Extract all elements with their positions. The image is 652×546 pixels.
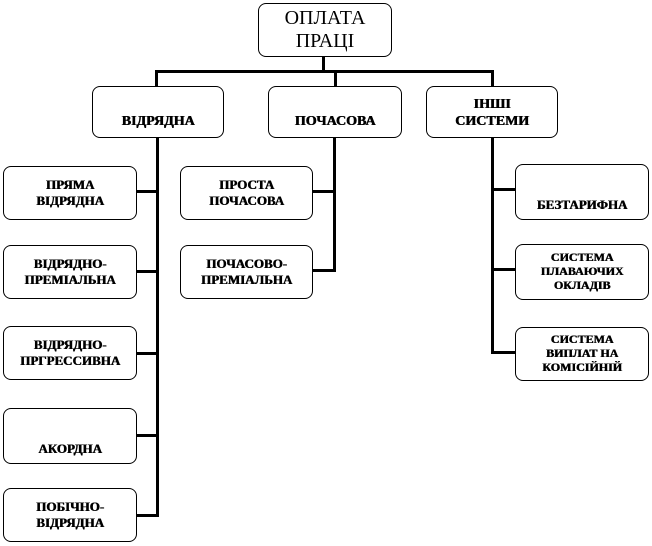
branch-inshi-2	[491, 268, 516, 271]
connector-to-pochasova	[334, 70, 337, 88]
leaf-systema-vyplat-na-komisiinii: СИСТЕМА ВИПЛАТ НА КОМІСІЙНІЙ	[515, 327, 649, 381]
leaf-vidriadno-premialna: ВІДРЯДНО- ПРЕМІАЛЬНА	[3, 245, 137, 299]
leaf-label: СИСТЕМА ПЛАВАЮЧИХ ОКЛАДІВ	[540, 250, 624, 292]
leaf-beztaryfna: БЕЗТАРИФНА	[515, 164, 649, 220]
branch-vidriadna-3	[136, 352, 159, 355]
branch-pochasova-2	[312, 269, 336, 272]
leaf-prosta-pochasova: ПРОСТА ПОЧАСОВА	[180, 166, 313, 220]
spine-pochasova	[333, 137, 336, 272]
category-label: ВІДРЯДНА	[121, 114, 195, 130]
root-label: ОПЛАТА ПРАЦІ	[284, 7, 366, 52]
leaf-label: ПРЯМА ВІДРЯДНА	[36, 177, 104, 208]
leaf-label: БЕЗТАРИФНА	[536, 197, 628, 213]
category-inshi-systemy: ІНШІ СИСТЕМИ	[426, 86, 558, 138]
leaf-label: ВІДРЯДНО- ПРЕМІАЛЬНА	[24, 256, 116, 287]
leaf-label: СИСТЕМА ВИПЛАТ НА КОМІСІЙНІЙ	[542, 332, 622, 374]
spine-vidriadna	[156, 137, 159, 517]
branch-pochasova-1	[312, 190, 336, 193]
leaf-label: ПОБІЧНО- ВІДРЯДНА	[36, 499, 104, 530]
branch-inshi-1	[491, 188, 516, 191]
leaf-pobichno-vidriadna: ПОБІЧНО- ВІДРЯДНА	[3, 488, 137, 542]
branch-vidriadna-4	[136, 434, 159, 437]
leaf-priama-vidriadna: ПРЯМА ВІДРЯДНА	[3, 166, 137, 220]
spine-inshi	[491, 137, 494, 354]
category-label: ІНШІ СИСТЕМИ	[455, 97, 529, 130]
connector-top-bar	[155, 70, 494, 73]
leaf-label: АКОРДНА	[38, 441, 102, 457]
branch-inshi-3	[491, 351, 516, 354]
branch-vidriadna-1	[136, 190, 159, 193]
category-vidriadna: ВІДРЯДНА	[92, 86, 224, 138]
leaf-label: ПОЧАСОВО- ПРЕМІАЛЬНА	[200, 256, 293, 287]
connector-to-inshi	[491, 70, 494, 88]
leaf-systema-plavaiuchykh-okladiv: СИСТЕМА ПЛАВАЮЧИХ ОКЛАДІВ	[515, 244, 649, 300]
connector-root-down	[322, 55, 325, 72]
leaf-vidriadno-progresyvna: ВІДРЯДНО- ПРГРЕССИВНА	[3, 326, 137, 380]
leaf-label: ВІДРЯДНО- ПРГРЕССИВНА	[20, 337, 120, 368]
category-pochasova: ПОЧАСОВА	[268, 86, 402, 138]
branch-vidriadna-5	[136, 514, 159, 517]
connector-to-vidriadna	[155, 70, 158, 88]
root-node-oplata-pratsi: ОПЛАТА ПРАЦІ	[258, 3, 392, 57]
leaf-akordna: АКОРДНА	[3, 408, 137, 464]
category-label: ПОЧАСОВА	[294, 114, 376, 130]
leaf-label: ПРОСТА ПОЧАСОВА	[209, 177, 284, 208]
branch-vidriadna-2	[136, 270, 159, 273]
leaf-pochasovo-premialna: ПОЧАСОВО- ПРЕМІАЛЬНА	[180, 245, 313, 299]
